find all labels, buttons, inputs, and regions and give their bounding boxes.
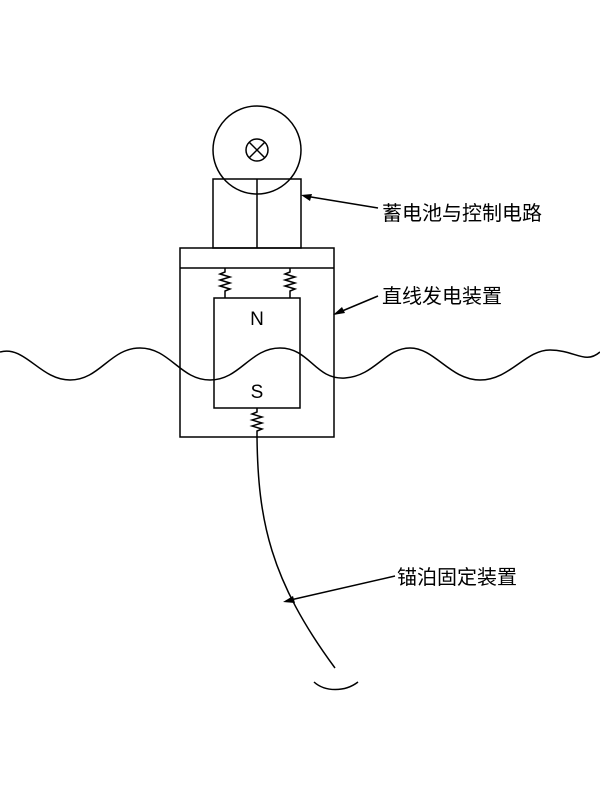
linear-generator-label: 直线发电装置 — [382, 284, 502, 308]
leader-anchor — [283, 575, 396, 603]
leader-battery — [301, 194, 379, 209]
battery-control-box — [212, 178, 302, 249]
spring-icon-bottom — [249, 408, 265, 437]
magnet: N S — [213, 297, 301, 409]
magnet-north-label: N — [250, 309, 264, 330]
spring-icon-right — [282, 268, 298, 298]
wave-line — [0, 347, 600, 381]
spring-icon-left — [217, 268, 233, 298]
anchor-line — [256, 436, 336, 669]
battery-control-label: 蓄电池与控制电路 — [382, 201, 542, 225]
leader-generator — [333, 295, 379, 315]
anchor-mooring-label: 锚泊固定装置 — [397, 565, 517, 589]
magnet-south-label: S — [251, 382, 264, 403]
anchor-hook-icon — [313, 681, 359, 691]
